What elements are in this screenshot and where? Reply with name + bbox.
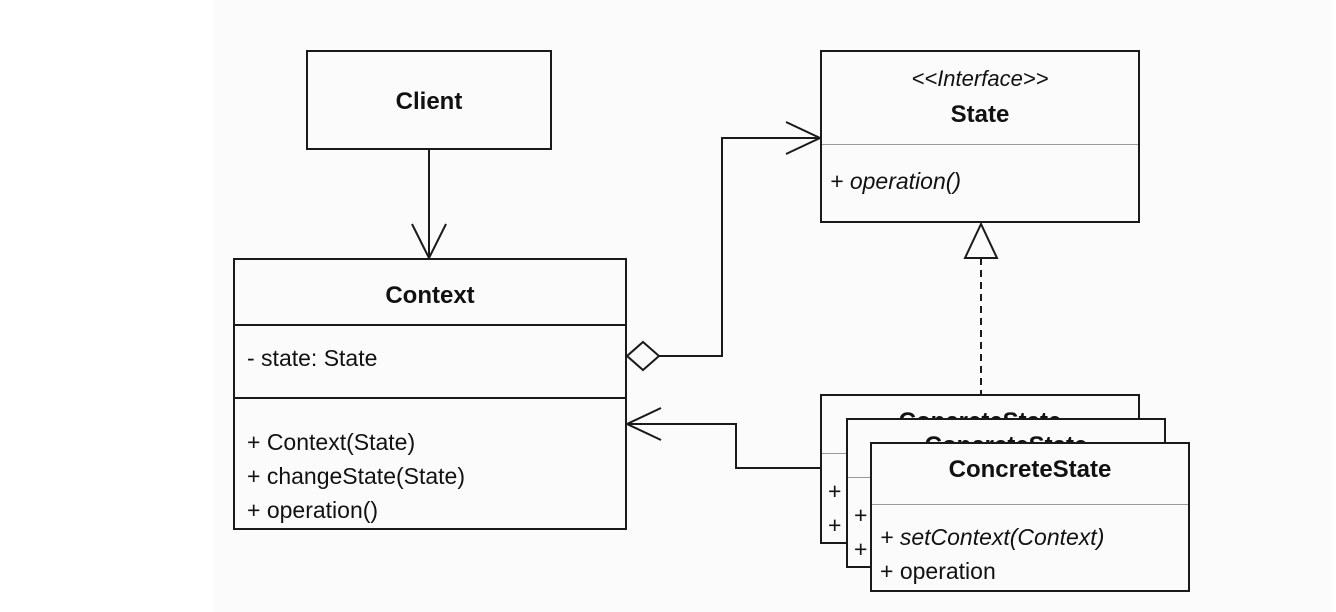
context-title-separator (235, 324, 625, 326)
concrete-state-back-prefix: + (828, 478, 842, 504)
concrete-state-front-separator (872, 504, 1188, 505)
context-class: Context - state: State + Context(State) … (233, 258, 627, 530)
client-class-title: Client (395, 88, 463, 115)
realization-triangle (963, 221, 999, 259)
state-interface: <<Interface>> State + operation() (820, 50, 1140, 223)
context-class-title: Context (385, 282, 475, 309)
state-separator (822, 144, 1138, 145)
context-operation: + operation() (247, 497, 379, 523)
state-stereotype: <<Interface>> (911, 66, 1049, 91)
concrete-state-operation: + setContext(Context) (880, 524, 1105, 550)
context-operation: + Context(State) (247, 429, 416, 455)
aggregation-diamond (625, 340, 661, 372)
context-state-line (659, 137, 820, 357)
concrete-context-line (627, 423, 822, 469)
context-operation: + changeState(State) (247, 463, 466, 489)
client-class: Client (306, 50, 552, 150)
concrete-state-operation: + operation (880, 558, 996, 584)
concrete-state-middle-prefix: + (854, 502, 868, 528)
context-attr-separator (235, 397, 625, 399)
concrete-state-back-prefix: + (828, 512, 842, 538)
state-interface-title: State (950, 101, 1010, 128)
context-attribute: - state: State (247, 345, 378, 371)
concrete-context-arrowhead (624, 407, 662, 441)
concrete-state-front-title: ConcreteState (948, 456, 1112, 483)
state-operation: + operation() (830, 168, 962, 194)
concrete-state-middle-prefix: + (854, 536, 868, 562)
concrete-state-front: ConcreteState + setContext(Context) + op… (870, 442, 1190, 592)
